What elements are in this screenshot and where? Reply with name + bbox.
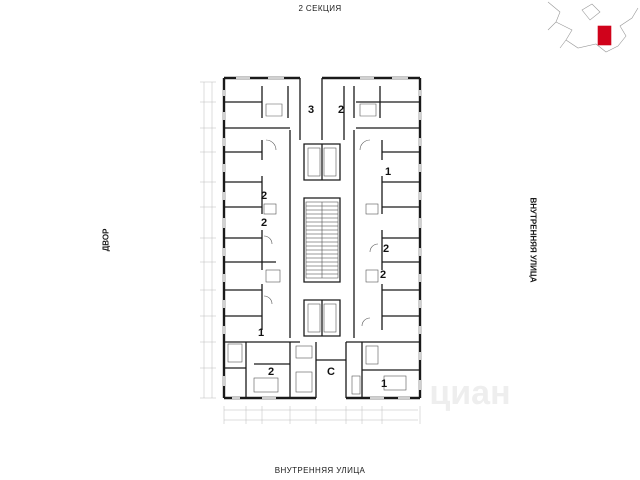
- dimension-lines: [203, 82, 418, 421]
- interior-walls: [224, 78, 420, 398]
- fixtures: [227, 103, 407, 395]
- unit-labels: 3 2 1 2 2 2 2 1 2 С 1: [258, 104, 391, 390]
- unit-label: С: [327, 366, 335, 378]
- key-plan: [547, 1, 639, 53]
- dimension-ticks: [200, 81, 421, 424]
- unit-label: 1: [258, 327, 264, 339]
- side-label-inner-street-bottom: ВНУТРЕННЯЯ УЛИЦА: [274, 466, 366, 475]
- watermark: циан: [429, 374, 510, 412]
- unit-label: 1: [385, 166, 391, 178]
- windows: [223, 77, 421, 399]
- unit-label: 3: [308, 104, 314, 116]
- unit-label: 2: [380, 269, 386, 281]
- key-plan-highlight: [597, 25, 612, 46]
- unit-label: 2: [268, 366, 274, 378]
- unit-label: 2: [261, 190, 267, 202]
- section-title: 2 СЕКЦИЯ: [298, 4, 342, 13]
- unit-label: 2: [338, 104, 344, 116]
- unit-label: 2: [383, 243, 389, 255]
- unit-label: 1: [381, 378, 387, 390]
- unit-label: 2: [261, 217, 267, 229]
